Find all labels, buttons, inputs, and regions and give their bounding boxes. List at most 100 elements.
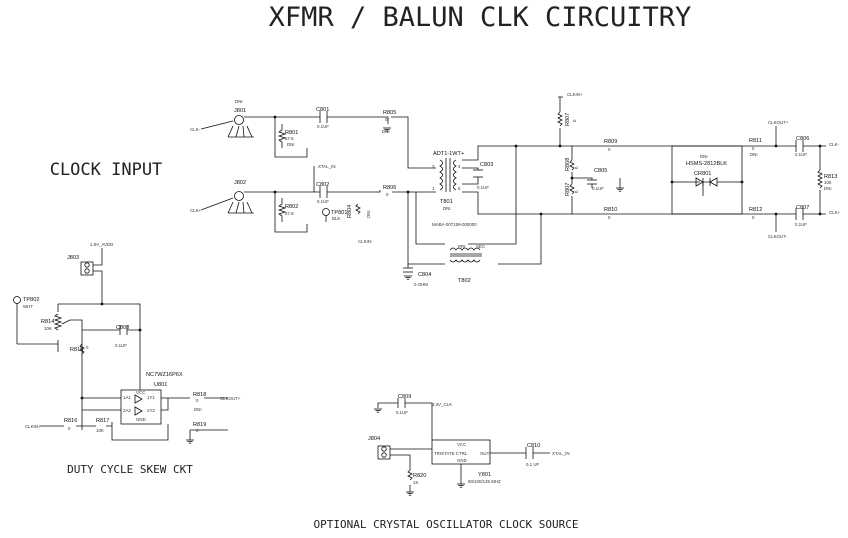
- c803-ref: C803: [480, 162, 493, 168]
- net-clkin-plus: CLKIN+: [567, 92, 583, 97]
- u801-ref: U801: [154, 382, 167, 388]
- u801-gnd: GND: [136, 417, 146, 422]
- r812-ref: R812: [749, 207, 762, 213]
- r805-ref: R805: [383, 110, 396, 116]
- r807-ref: R807: [565, 113, 571, 126]
- net-clkout-plus-a: CLKOUT+: [768, 120, 789, 125]
- r811-dni: DNI: [750, 152, 758, 157]
- net-xtal-in-b: XTAL_IN: [552, 451, 570, 456]
- connector-j801: J801 DNI: [227, 99, 254, 138]
- r807-value: 0: [572, 119, 577, 122]
- r810-ref: R810: [604, 207, 617, 213]
- page-title: XFMR / BALUN CLK CIRCUITRY: [269, 2, 692, 33]
- c803-value: 0.1UF: [477, 185, 489, 190]
- section-clock-input: CLOCK INPUT: [50, 160, 163, 180]
- net-xtal-in-a: XTAL_IN: [318, 164, 336, 169]
- c801-value: 0.1UF: [317, 124, 329, 129]
- c801-ref: C801: [316, 107, 329, 113]
- net-clkout-plus-b: CLKOUT+: [220, 396, 241, 401]
- r809-ref: R809: [604, 139, 617, 145]
- y801-part: 80/100/125 MHZ: [468, 479, 501, 484]
- j801-dni: DNI: [235, 99, 243, 104]
- r801-ref: R801: [285, 130, 298, 136]
- testpoint-tp802: TP802 WHT: [13, 296, 58, 345]
- c802-ref: C802: [316, 182, 329, 188]
- j802-ref: J802: [234, 180, 246, 186]
- u801-part: NC7WZ16P6X: [146, 372, 183, 378]
- c802-value: 0.1UF: [317, 199, 329, 204]
- r815-ref: R815: [70, 347, 83, 353]
- c805-value: 0.1UF: [592, 186, 604, 191]
- r807-value-b: 0: [574, 190, 579, 193]
- r807-ref-b: R807: [565, 183, 571, 196]
- y801-out: OUT: [480, 451, 490, 456]
- section-crystal: OPTIONAL CRYSTAL OSCILLATOR CLOCK SOURCE: [314, 518, 579, 531]
- t802-sec: SEC: [476, 244, 485, 249]
- connector-j803: J803: [67, 255, 94, 276]
- c804-ref: C804: [418, 272, 431, 278]
- r820-ref: R820: [413, 473, 426, 479]
- net-clk-minus: CLK-: [190, 127, 201, 132]
- r813-dni: DNI: [824, 186, 832, 191]
- r818-value: 0: [196, 398, 199, 403]
- y801-ref: Y801: [478, 472, 491, 478]
- t801-pin4: 4: [458, 164, 461, 169]
- testpoint-tp801: TP801 BLK: [322, 208, 347, 222]
- t802-pri: PRI: [458, 244, 465, 249]
- r806-ref: R806: [383, 185, 396, 191]
- r804-value: DNI: [366, 210, 371, 218]
- r808-value: 0: [574, 166, 579, 169]
- r815-value: 0: [86, 345, 89, 350]
- net-1v8-avdd: 1.8V_AVDD: [90, 242, 113, 247]
- r817-ref: R817: [96, 418, 109, 424]
- r819-value: 0: [196, 428, 199, 433]
- c805-ref: C805: [594, 168, 607, 174]
- t801-dni: DNI: [443, 206, 451, 211]
- u801-1a1: 1A1: [123, 395, 131, 400]
- r804-ref: R804: [347, 205, 353, 218]
- cr801-ref: CR801: [694, 171, 711, 177]
- r811-value: 0: [752, 146, 755, 151]
- c804-value: 0 OHM: [414, 282, 428, 287]
- u801-1y1: 1Y1: [147, 395, 155, 400]
- r805-value: 0: [385, 117, 388, 122]
- r802-ref: R802: [285, 204, 298, 210]
- t801-pin3: 3: [432, 164, 435, 169]
- net-clkout-minus-a: CLKOUT-: [768, 234, 788, 239]
- c807-value: 0.1UF: [795, 222, 807, 227]
- u801-2a2: 2A2: [123, 408, 131, 413]
- c807-ref: C807: [796, 205, 809, 211]
- r819-ref: R819: [193, 422, 206, 428]
- r816-ref: R816: [64, 418, 77, 424]
- tp801-ref: TP801: [331, 210, 347, 216]
- net-3v3-clk: 3.3V_CLK: [432, 402, 452, 407]
- c810-ref: C810: [527, 443, 540, 449]
- r802-value: 57.6: [285, 211, 294, 216]
- c808-ref: C808: [116, 325, 129, 331]
- oscillator-y801: VCC TRISTATE CTRL OUT GND Y801 80/100/12…: [431, 439, 501, 484]
- net-clk-plus: CLK+: [190, 208, 202, 213]
- t801-part: ADT1-1WT+: [433, 151, 464, 157]
- transformer-t801: ADT1-1WT+ T801 DNI 3 4 1 6: [432, 151, 464, 211]
- r818-dni: DNI: [194, 407, 202, 412]
- c809-ref: C809: [398, 394, 411, 400]
- r814-value: 10K: [44, 326, 52, 331]
- cr801-part: HSMS-2812BLK: [686, 161, 727, 167]
- tp801-value: BLK: [332, 216, 340, 221]
- r816-value: 0: [68, 426, 71, 431]
- net-clkin-plus-duty: CLKIN+: [25, 424, 41, 429]
- c806-ref: C806: [796, 136, 809, 142]
- t802-part: MABA-007159-000000: [432, 222, 477, 227]
- t801-pin1: 1: [432, 186, 435, 191]
- transformer-t802: PRI SEC T802: [449, 244, 485, 284]
- tp802-value: WHT: [23, 304, 33, 309]
- y801-gnd: GND: [457, 458, 467, 463]
- r809-value: 0: [608, 147, 611, 152]
- c810-value: 0.1 UF: [526, 462, 539, 467]
- r817-value: 10K: [96, 428, 104, 433]
- section-duty-cycle: DUTY CYCLE SKEW CKT: [67, 463, 193, 476]
- t801-pin6: 6: [458, 186, 461, 191]
- r810-value: 0: [608, 215, 611, 220]
- net-clkin-minus: CLKIN-: [358, 239, 373, 244]
